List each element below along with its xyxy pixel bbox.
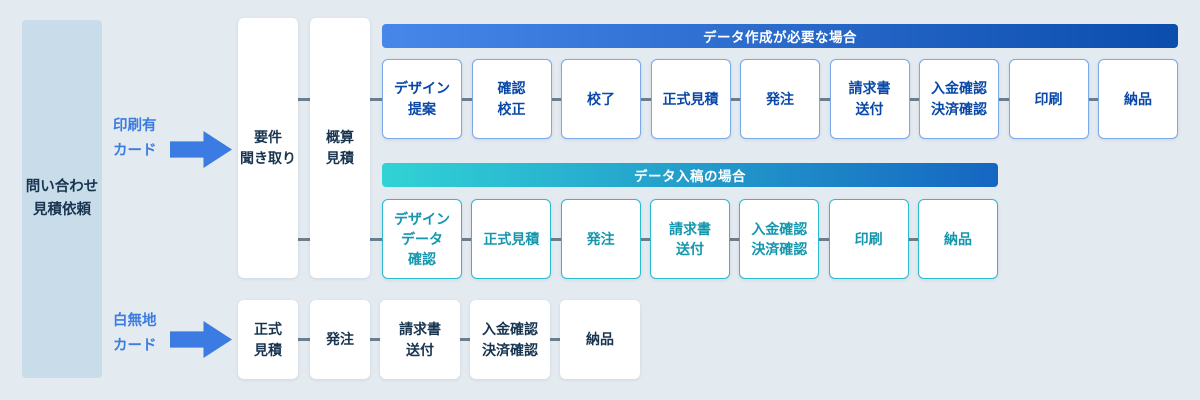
step-formal-estimate: 正式見積 bbox=[650, 59, 731, 139]
branch-label-printed-card: 印刷有 カード bbox=[113, 118, 157, 159]
step-payment-confirm: 入金確認 決済確認 bbox=[470, 300, 550, 379]
step-requirements-hearing: 要件 聞き取り bbox=[238, 18, 298, 278]
right-arrow-icon bbox=[170, 131, 232, 168]
step-payment-confirm: 入金確認 決済確認 bbox=[739, 199, 820, 279]
step-printing: 印刷 bbox=[1008, 59, 1089, 139]
flow-row-data-creation: デザイン 提案 確認 校正 校了 正式見積 発注 請求書 送付 入金確認 決済確… bbox=[382, 59, 1178, 139]
step-formal-estimate: 正式 見積 bbox=[238, 300, 298, 379]
flow-row-data-submission: デザイン データ 確認 正式見積 発注 請求書 送付 入金確認 決済確認 印刷 … bbox=[382, 199, 998, 279]
step-order: 発注 bbox=[310, 300, 370, 379]
step-delivery: 納品 bbox=[917, 199, 998, 279]
step-delivery: 納品 bbox=[560, 300, 640, 379]
right-arrow-icon bbox=[170, 321, 232, 358]
step-delivery: 納品 bbox=[1098, 59, 1178, 139]
step-check-proof: 確認 校正 bbox=[471, 59, 552, 139]
step-order: 発注 bbox=[740, 59, 820, 139]
step-invoice-sending: 請求書 送付 bbox=[649, 199, 730, 279]
header-data-creation-case: データ作成が必要な場合 bbox=[382, 24, 1178, 48]
step-design-data-check: デザイン データ 確認 bbox=[382, 199, 462, 279]
step-invoice-sending: 請求書 送付 bbox=[829, 59, 910, 139]
step-payment-confirm: 入金確認 決済確認 bbox=[919, 59, 999, 139]
step-formal-estimate: 正式見積 bbox=[471, 199, 552, 279]
step-rough-estimate: 概算 見積 bbox=[310, 18, 370, 278]
step-printing: 印刷 bbox=[828, 199, 909, 279]
header-data-submission-case: データ入稿の場合 bbox=[382, 163, 998, 187]
inquiry-source-box: 問い合わせ 見積依頼 bbox=[22, 20, 102, 378]
step-design-proposal: デザイン 提案 bbox=[382, 59, 462, 139]
branch-label-blank-card: 白無地 カード bbox=[113, 313, 157, 354]
step-invoice-sending: 請求書 送付 bbox=[380, 300, 460, 379]
step-proof-approved: 校了 bbox=[561, 59, 641, 139]
step-order: 発注 bbox=[560, 199, 641, 279]
